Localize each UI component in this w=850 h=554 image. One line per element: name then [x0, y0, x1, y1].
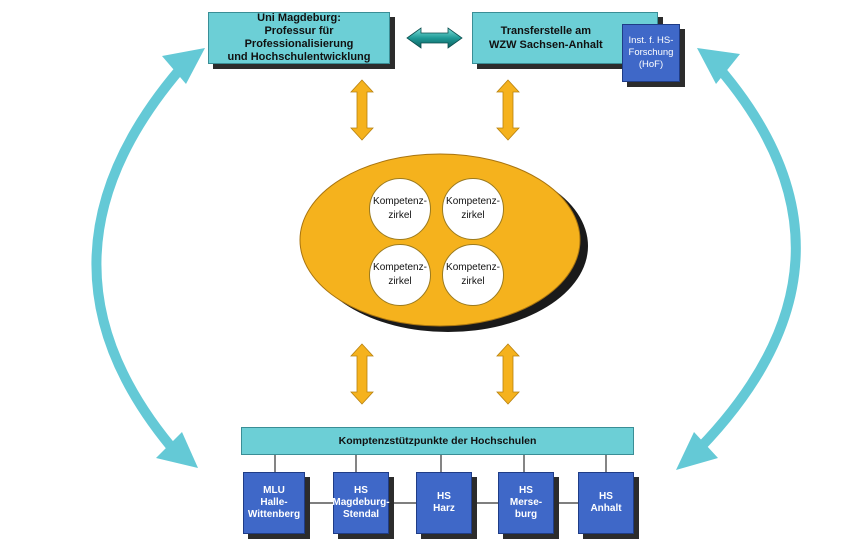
transferstelle-label: Transferstelle am WZW Sachsen-Anhalt: [489, 25, 603, 51]
circle-label: Kompetenz- zirkel: [446, 262, 500, 287]
hochschulen-header-label: Komptenzstützpunkte der Hochschulen: [338, 435, 537, 447]
unit-label: HS Merse- burg: [509, 485, 543, 520]
left-cycle-arrow: [91, 48, 205, 468]
right-cycle-arrow: [676, 48, 801, 470]
vertical-arrow-bottom-left: [350, 343, 374, 405]
uni-magdeburg-label: Uni Magdeburg: Professur für Professiona…: [227, 12, 371, 63]
hochschulen-header-bar: Komptenzstützpunkte der Hochschulen: [241, 427, 634, 455]
teal-double-arrow: [406, 27, 463, 49]
circle-label: Kompetenz- zirkel: [373, 196, 427, 221]
unit-mlu: MLU Halle- Wittenberg: [243, 472, 305, 534]
circle-label: Kompetenz- zirkel: [373, 262, 427, 287]
kompetenzzirkel-circle: Kompetenz- zirkel: [442, 244, 504, 306]
unit-label: MLU Halle- Wittenberg: [247, 485, 301, 520]
kompetenzzirkel-circle: Kompetenz- zirkel: [369, 178, 431, 240]
center-ellipse: [299, 153, 588, 332]
hof-box: Inst. f. HS- Forschung (HoF): [622, 24, 680, 82]
vertical-arrow-top-left: [350, 79, 374, 141]
uni-magdeburg-box: Uni Magdeburg: Professur für Professiona…: [208, 12, 390, 64]
kompetenzzirkel-circle: Kompetenz- zirkel: [442, 178, 504, 240]
unit-hs-harz: HS Harz: [416, 472, 472, 534]
unit-hs-merseburg: HS Merse- burg: [498, 472, 554, 534]
unit-hs-anhalt: HS Anhalt: [578, 472, 634, 534]
circle-label: Kompetenz- zirkel: [446, 196, 500, 221]
unit-label: HS Harz: [433, 491, 455, 514]
vertical-arrow-top-right: [496, 79, 520, 141]
kompetenzzirkel-circle: Kompetenz- zirkel: [369, 244, 431, 306]
vertical-arrow-bottom-right: [496, 343, 520, 405]
unit-label: HS Magdeburg- Stendal: [332, 485, 390, 520]
unit-label: HS Anhalt: [590, 491, 622, 514]
org-connectors: [274, 455, 607, 504]
unit-hs-magdeburg-stendal: HS Magdeburg- Stendal: [332, 472, 390, 534]
hof-label: Inst. f. HS- Forschung (HoF): [628, 35, 674, 70]
